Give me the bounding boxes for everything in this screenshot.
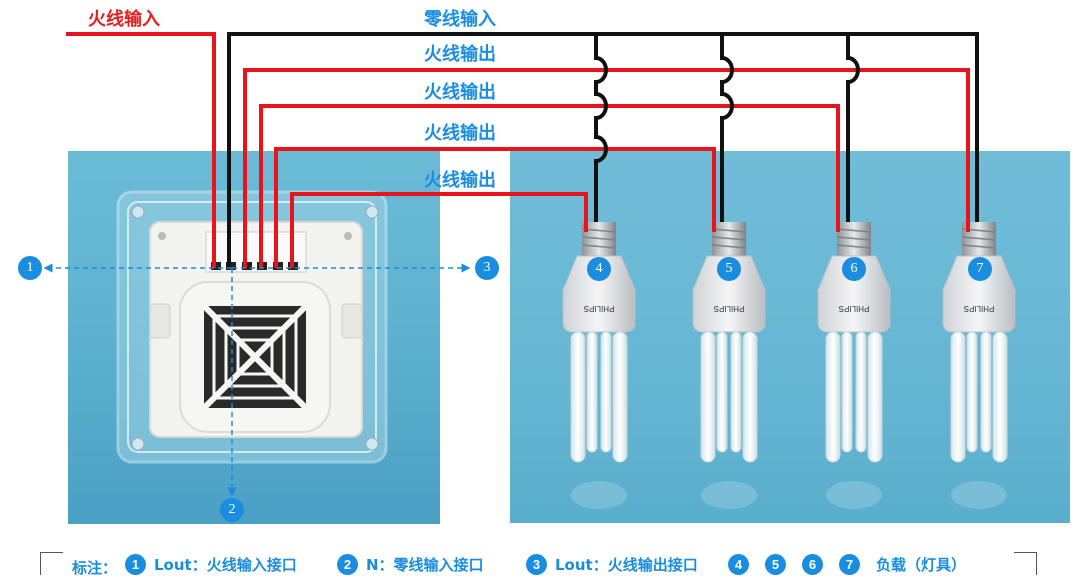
- dimmer-switch: [116, 190, 388, 464]
- wire-live-in: [66, 32, 216, 268]
- label-neutral-in: 零线输入: [424, 9, 496, 30]
- marker-4: 4: [587, 257, 611, 281]
- lamp-brand-text: PHILIPS: [714, 304, 745, 313]
- legend-item-1: 1 Lout：火线输入接口: [125, 554, 297, 575]
- marker-2: 2: [220, 498, 244, 522]
- legend-item-3: 3 Lout：火线输出接口: [526, 554, 698, 575]
- legend-item-2: 2 N：零线输入接口: [337, 554, 484, 575]
- marker-6: 6: [842, 257, 866, 281]
- label-live-out-1: 火线输出: [424, 44, 496, 65]
- legend-text-loads: 负载（灯具）: [876, 556, 967, 574]
- legend-item-loads: 4 5 6 7 负载（灯具）: [728, 554, 966, 575]
- legend: 标注： 1 Lout：火线输入接口 2 N：零线输入接口 3 Lout：火线输出…: [0, 548, 1081, 582]
- marker-5: 5: [717, 257, 741, 281]
- label-live-in: 火线输入: [88, 9, 160, 30]
- legend-text-2: N：零线输入接口: [366, 556, 484, 574]
- legend-num-6: 6: [802, 554, 823, 575]
- wire-neutral-drop-5: [720, 34, 734, 222]
- lamp-brand-text: PHILIPS: [839, 304, 870, 313]
- wire-live-out-2: [259, 104, 840, 268]
- marker-3: 3: [475, 256, 499, 280]
- legend-text-3: Lout：火线输出接口: [555, 556, 698, 574]
- legend-num-2: 2: [337, 554, 358, 575]
- bulb-6: PHILIPS: [817, 222, 891, 509]
- label-live-out-4: 火线输出: [424, 170, 496, 191]
- legend-num-7: 7: [839, 554, 860, 575]
- wire-live-out-3: [274, 147, 716, 268]
- legend-num-4: 4: [728, 554, 749, 575]
- legend-num-3: 3: [526, 554, 547, 575]
- bulb-7: PHILIPS: [942, 222, 1016, 509]
- wire-neutral-bus: [227, 32, 979, 268]
- lamp-brand-text: PHILIPS: [584, 304, 615, 313]
- marker-7: 7: [968, 257, 992, 281]
- legend-text-1: Lout：火线输入接口: [154, 556, 297, 574]
- label-live-out-3: 火线输出: [424, 123, 496, 144]
- wire-neutral-drop-6: [846, 34, 860, 222]
- legend-corner-left: [40, 552, 63, 575]
- wire-neutral-drop-4: [594, 34, 608, 222]
- label-live-out-2: 火线输出: [424, 82, 496, 103]
- legend-num-5: 5: [765, 554, 786, 575]
- marker-1: 1: [18, 256, 42, 280]
- bulb-5: PHILIPS: [692, 222, 766, 509]
- lamp-brand-text: PHILIPS: [964, 304, 995, 313]
- legend-corner-right: [1014, 552, 1037, 575]
- legend-num-1: 1: [125, 554, 146, 575]
- legend-prefix: 标注：: [72, 559, 118, 577]
- bulb-4: PHILIPS: [562, 222, 636, 509]
- wire-live-out-4: [290, 192, 588, 268]
